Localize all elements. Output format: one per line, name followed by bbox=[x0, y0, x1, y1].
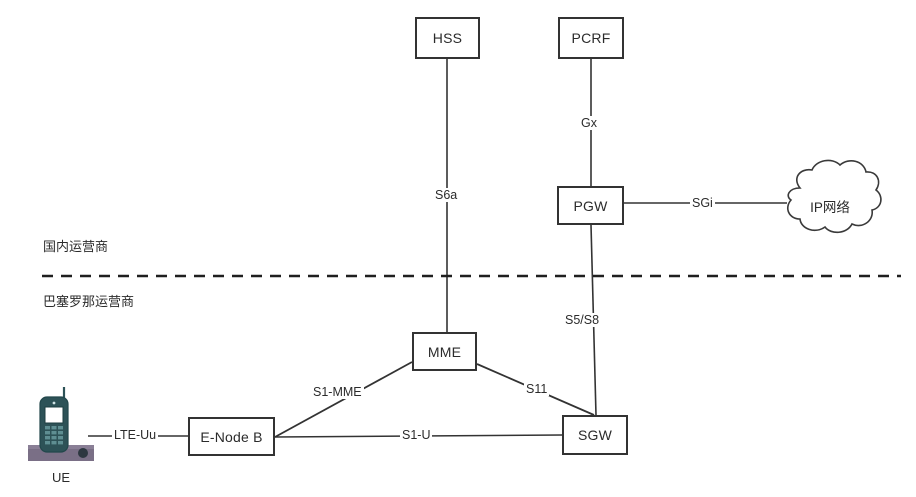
ue-earpiece-icon bbox=[52, 401, 56, 405]
node-pgw[interactable]: PGW bbox=[557, 186, 624, 225]
node-pgw-label: PGW bbox=[573, 197, 608, 214]
node-enodeb[interactable]: E-Node B bbox=[188, 417, 275, 456]
edge-label-s1-mme: S1-MME bbox=[311, 385, 364, 399]
ue-screen-shape bbox=[44, 406, 64, 424]
edge-enodeb-mme bbox=[274, 361, 413, 438]
ip-network-cloud-shape bbox=[787, 159, 882, 234]
node-pcrf-label: PCRF bbox=[571, 30, 611, 46]
node-hss[interactable]: HSS bbox=[415, 17, 480, 59]
edge-label-s5-s8: S5/S8 bbox=[563, 313, 602, 327]
node-hss-label: HSS bbox=[432, 30, 463, 46]
zone-label-home-operator: 国内运营商 bbox=[43, 239, 109, 254]
node-sgw-label: SGW bbox=[577, 427, 613, 443]
edge-label-sgi: SGi bbox=[690, 196, 715, 210]
ue-device-icon[interactable] bbox=[26, 386, 96, 468]
ue-keypad-icon bbox=[45, 426, 63, 445]
edge-label-lte-uu: LTE-Uu bbox=[112, 428, 159, 442]
edge-label-s11: S11 bbox=[524, 382, 550, 396]
edge-label-gx: Gx bbox=[579, 116, 599, 130]
zone-label-visited-operator: 巴塞罗那运营商 bbox=[43, 294, 135, 309]
ue-dock-button-icon bbox=[78, 448, 88, 458]
ue-label: UE bbox=[51, 470, 71, 485]
node-mme[interactable]: MME bbox=[412, 332, 477, 371]
node-pcrf[interactable]: PCRF bbox=[558, 17, 624, 59]
node-mme-label: MME bbox=[427, 343, 462, 360]
node-enodeb-label: E-Node B bbox=[200, 428, 263, 445]
ip-network-label: IP网络 bbox=[810, 200, 850, 215]
node-sgw[interactable]: SGW bbox=[562, 415, 628, 455]
edge-label-s1-u: S1-U bbox=[400, 428, 433, 442]
edge-label-s6a: S6a bbox=[433, 188, 460, 202]
